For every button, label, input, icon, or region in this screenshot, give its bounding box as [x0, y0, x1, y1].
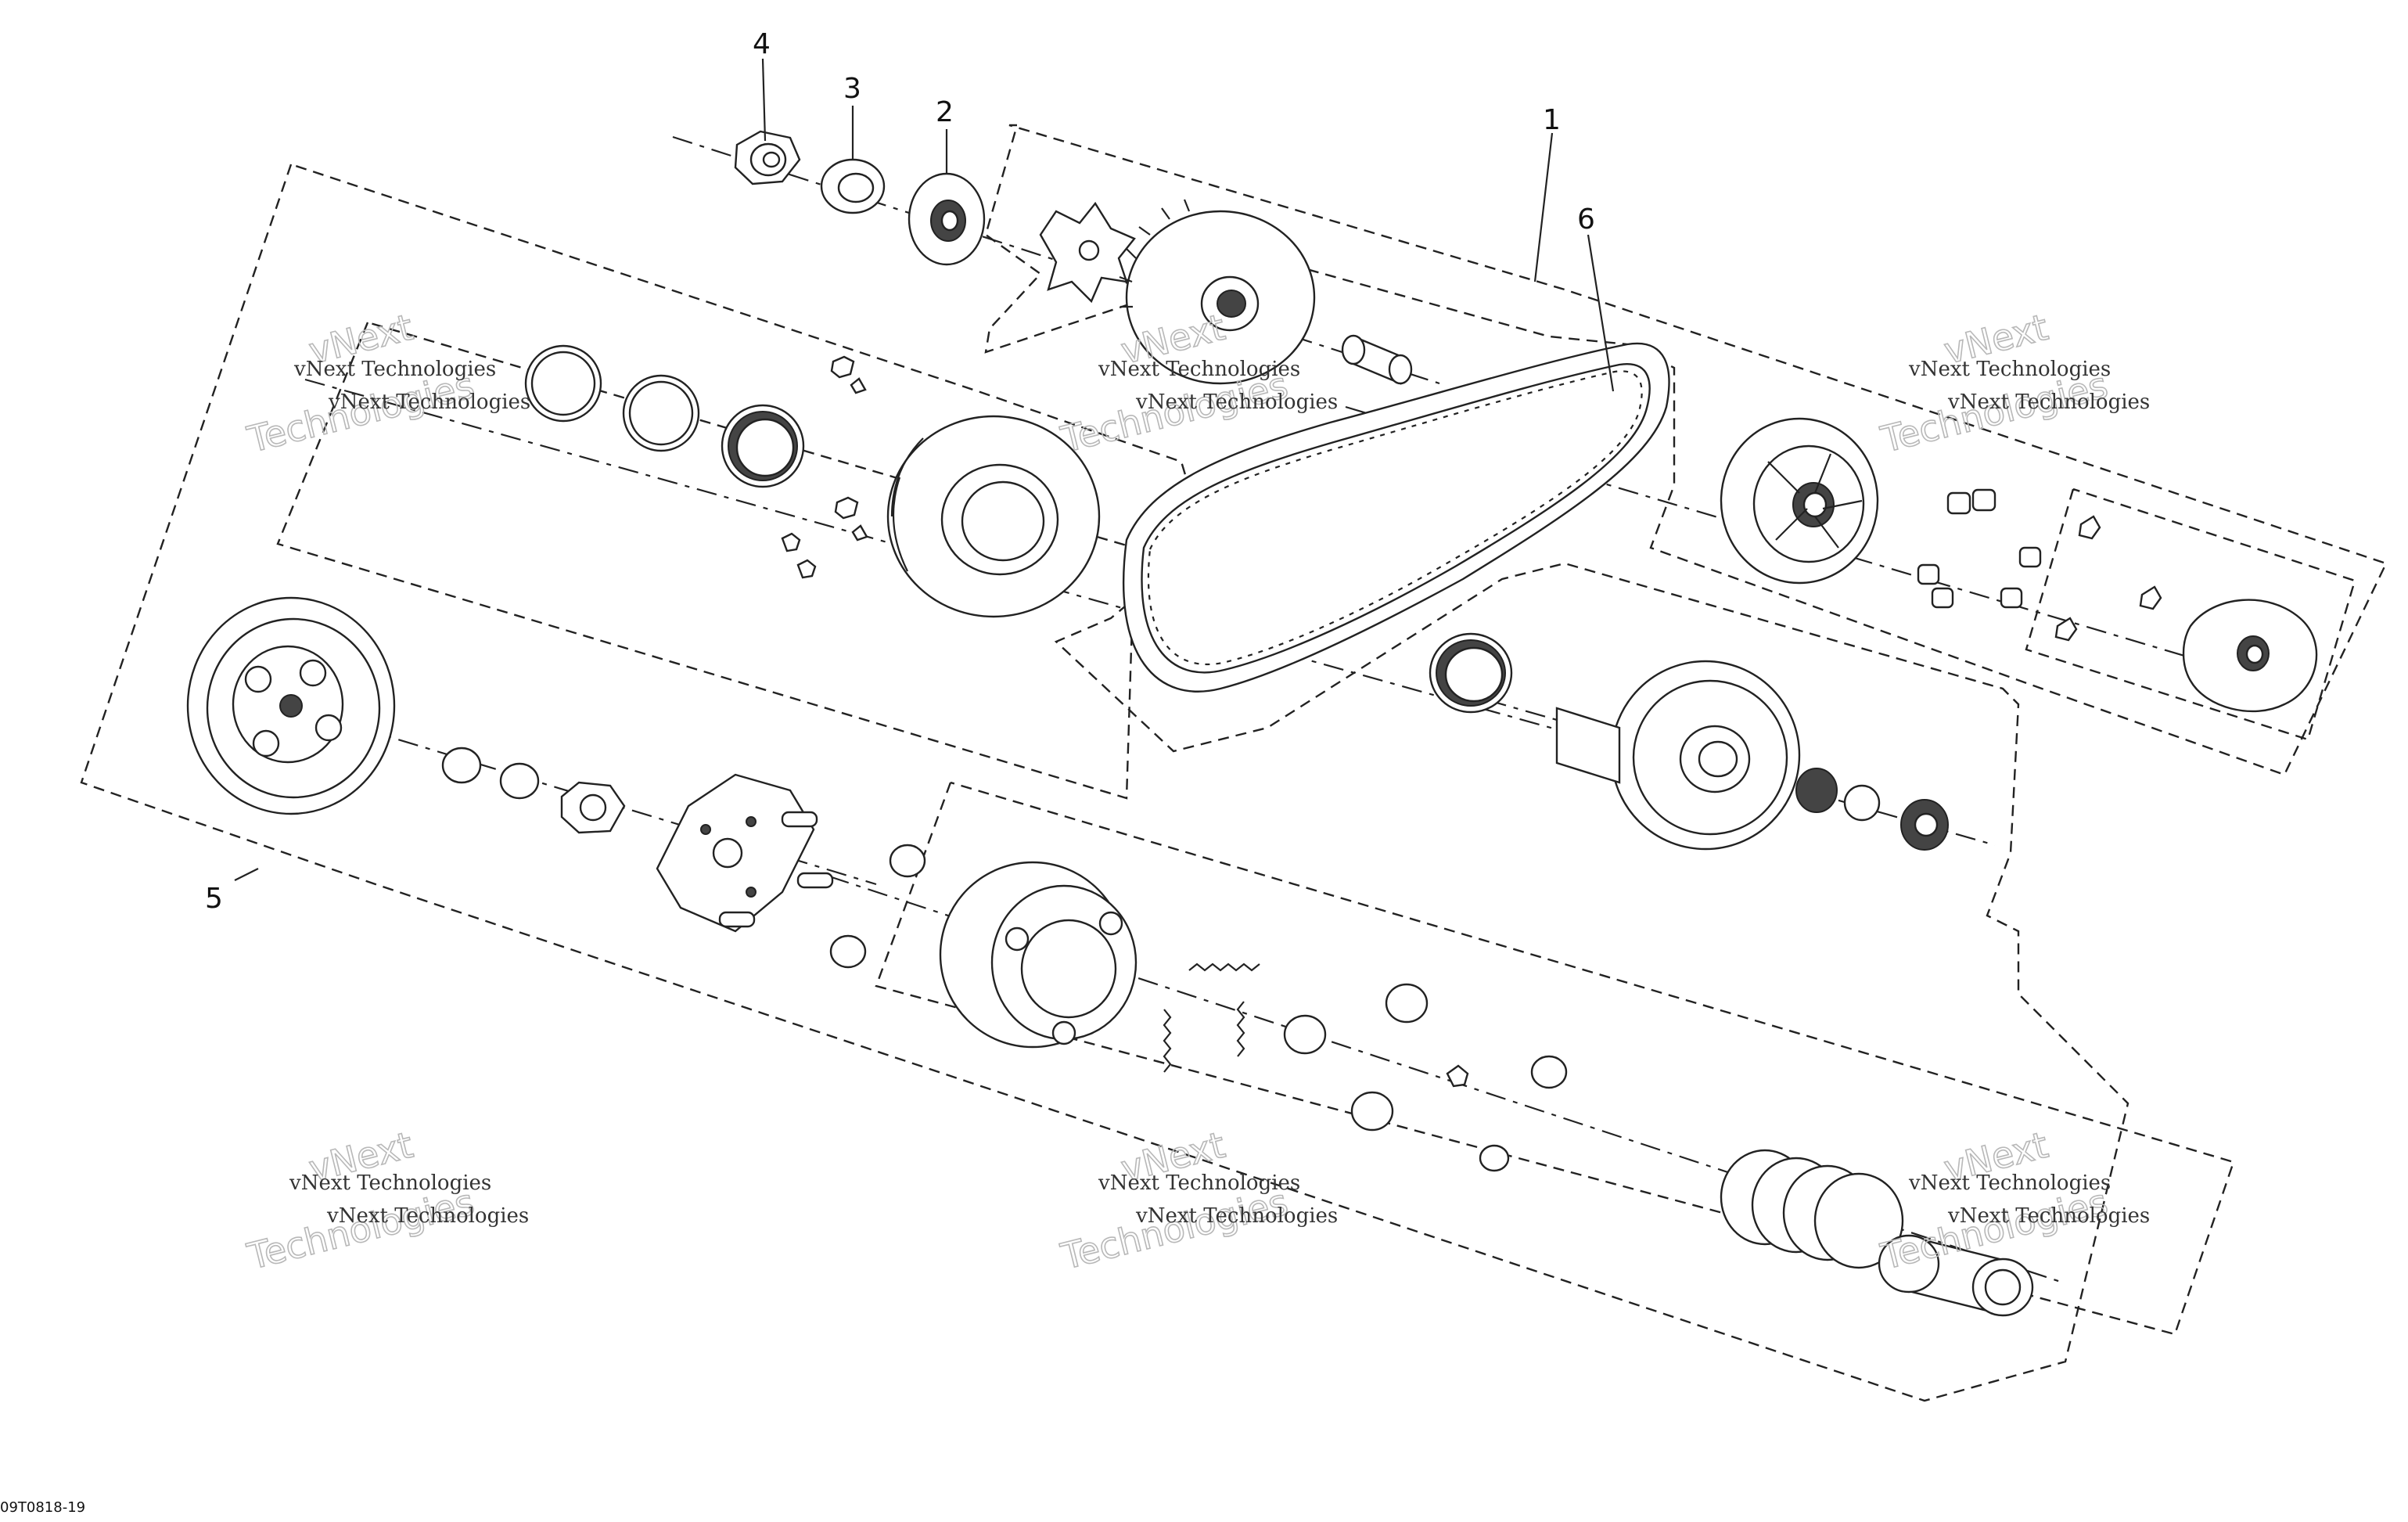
clutch-bell [186, 596, 396, 815]
small-washers-left [441, 747, 540, 800]
assembly-outlines [80, 124, 2388, 1402]
torque-spring [1720, 1149, 1904, 1269]
slider-blocks [781, 355, 868, 579]
roller-weights [1917, 488, 2042, 609]
assembly-1-outline [984, 124, 2388, 776]
svg-text:vNext Technologies: vNext Technologies [1098, 358, 1300, 381]
callout-3: 3 [843, 73, 861, 105]
callout-2: 2 [936, 96, 954, 128]
leader-lines [234, 58, 1615, 881]
inner-box-right [2025, 488, 2356, 741]
drawing-number: 09T0818-19 [0, 1499, 85, 1516]
callout-1: 1 [1543, 104, 1561, 136]
ramp-plate-right [2182, 599, 2318, 713]
e-clips [1283, 983, 1568, 1172]
svg-text:vNext Technologies: vNext Technologies [289, 1171, 491, 1195]
gear-nut-part-2 [907, 172, 986, 266]
fixed-sheave [1119, 199, 1316, 385]
svg-text:vNext Technologies: vNext Technologies [1135, 390, 1338, 414]
assembly-5-outline [80, 163, 2129, 1402]
spacers [829, 844, 926, 969]
hex-nut-lower [560, 781, 626, 834]
slider-guides [2054, 515, 2162, 642]
spring-seat-sleeve [1878, 1234, 2034, 1317]
svg-text:vNext Technologies: vNext Technologies [328, 390, 530, 414]
svg-text:vNext Technologies: vNext Technologies [1135, 1204, 1338, 1228]
drive-plate [656, 773, 834, 933]
callout-4: 4 [753, 28, 771, 60]
watermark-tile: vNext Technologies vNext Technologies vN… [1876, 1123, 2150, 1279]
variator-pulley [1720, 417, 1879, 585]
svg-text:vNext Technologies: vNext Technologies [1908, 1171, 2111, 1195]
svg-text:vNext Technologies: vNext Technologies [1908, 358, 2111, 381]
inner-box-upper [276, 321, 1136, 800]
watermark-tile: vNext Technologies vNext Technologies vN… [243, 1123, 529, 1279]
svg-text:Technologies: Technologies [1057, 1181, 1292, 1278]
watermark-tile: vNext Technologies vNext Technologies vN… [1056, 1123, 1338, 1279]
bearings-right [1795, 768, 1949, 851]
watermarks: vNext Technologies vNext Technologies vN… [243, 305, 2150, 1279]
clutch-shoe-assembly [939, 861, 1138, 1049]
watermark-tile: vNext Technologies vNext Technologies vN… [243, 305, 530, 462]
nut-part-4 [734, 130, 801, 185]
callout-6: 6 [1577, 203, 1595, 236]
svg-text:vNext Technologies: vNext Technologies [1947, 1204, 2150, 1228]
watermark-tile: vNext Technologies vNext Technologies vN… [1876, 305, 2150, 462]
ring-seals [524, 344, 805, 488]
drive-belt-part-6 [1123, 342, 1670, 693]
sleeve-bushing [1341, 334, 1413, 385]
washer-part-3 [820, 158, 886, 214]
inner-box-lower [875, 781, 2235, 1336]
movable-sheave [886, 415, 1101, 618]
clutch-springs [1163, 962, 1260, 1073]
svg-text:vNext Technologies: vNext Technologies [1098, 1171, 1300, 1195]
callout-labels: 1 2 3 4 5 6 [205, 28, 1595, 915]
svg-text:vNext Technologies: vNext Technologies [326, 1204, 529, 1228]
ramp-plate [1039, 201, 1136, 304]
driven-sheave [1555, 660, 1801, 851]
needle-bearing [1429, 632, 1513, 714]
callout-5: 5 [205, 883, 223, 915]
svg-text:vNext Technologies: vNext Technologies [1947, 390, 2150, 414]
svg-text:vNext Technologies: vNext Technologies [293, 358, 496, 381]
svg-text:Technologies: Technologies [243, 1181, 479, 1278]
